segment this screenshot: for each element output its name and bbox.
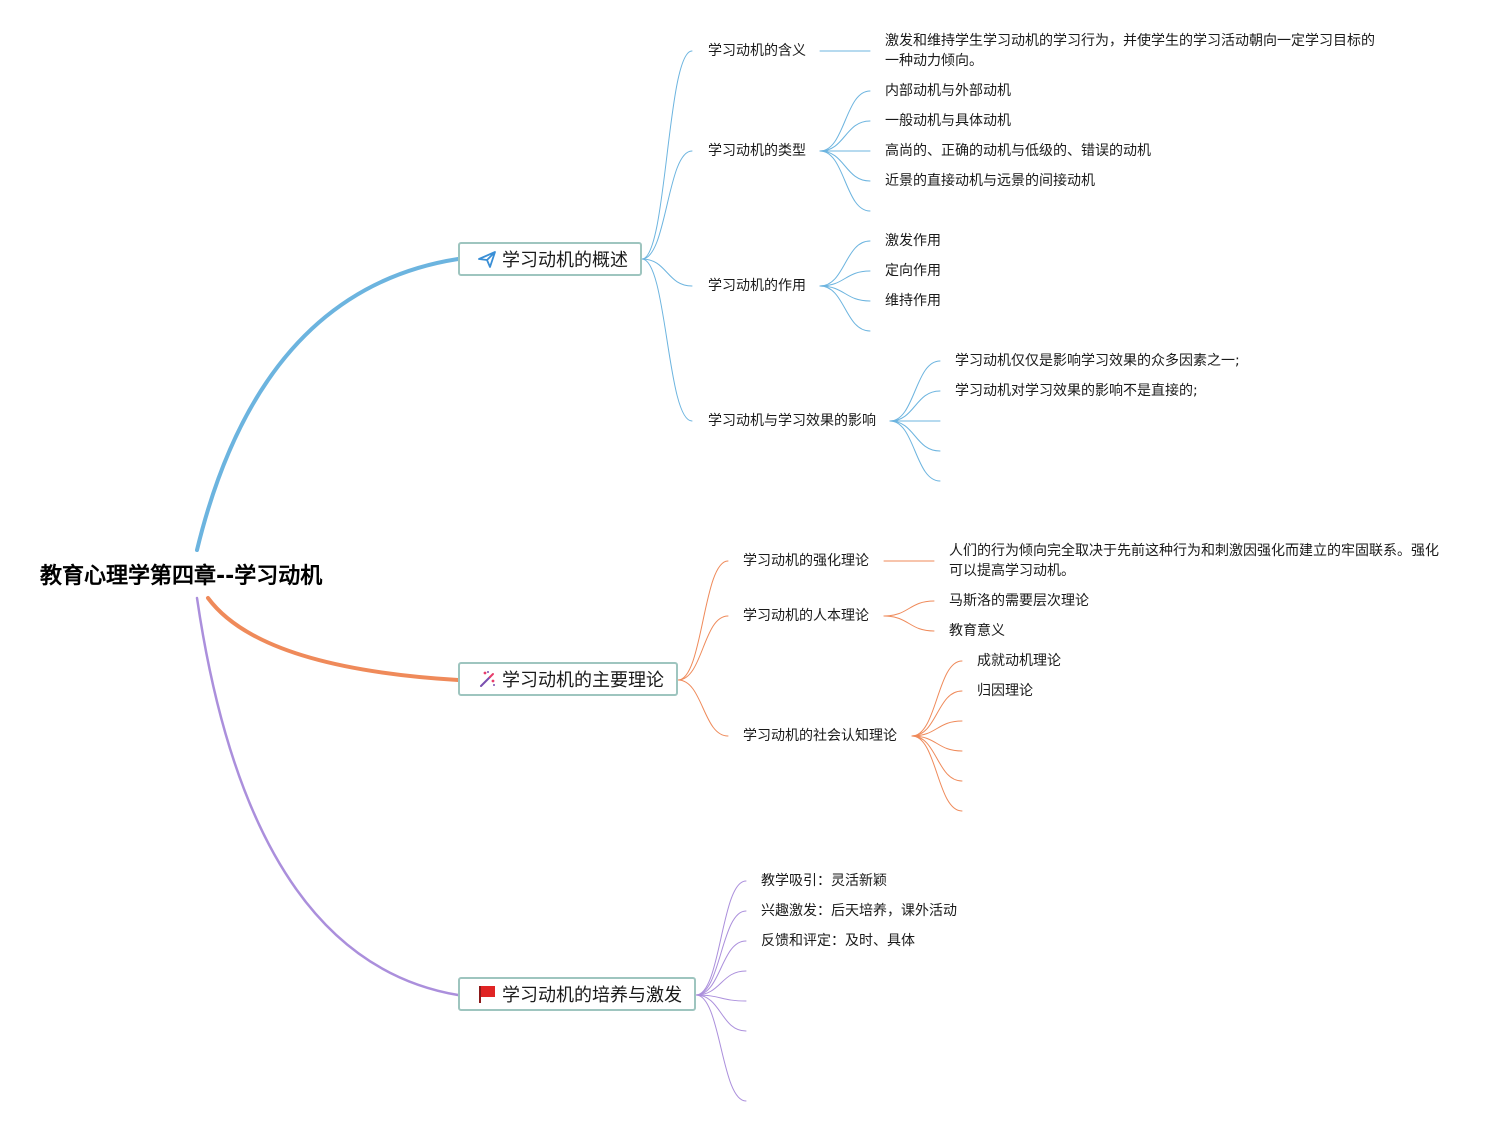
connector-line: [819, 285, 871, 332]
connector-line: [819, 270, 871, 287]
connector-line: [677, 679, 729, 737]
connector-line: [889, 360, 941, 422]
subtopic-reinforcement[interactable]: 学习动机的强化理论: [743, 553, 869, 569]
connector-line: [819, 90, 871, 152]
leaf-item[interactable]: 兴趣激发：后天培养，课外活动: [761, 903, 957, 919]
connector-line: [883, 600, 935, 617]
leaf-item[interactable]: 学习动机对学习效果的影响不是直接的;: [955, 383, 1198, 399]
leaf-item[interactable]: 近景的直接动机与远景的间接动机: [885, 173, 1095, 189]
connector-line: [695, 940, 747, 996]
detail-text[interactable]: 人们的行为倾向完全取决于先前这种行为和刺激因强化而建立的牢固联系。强化: [949, 543, 1439, 559]
leaf-item[interactable]: 归因理论: [977, 683, 1033, 699]
red-flag-icon: [476, 983, 498, 1005]
branch-title: 学习动机的主要理论: [502, 670, 664, 691]
connector-line: [641, 50, 693, 260]
connector-line: [695, 910, 747, 996]
subtopic-types[interactable]: 学习动机的类型: [708, 143, 806, 159]
branch-title: 学习动机的概述: [502, 250, 628, 271]
connector-line: [677, 615, 729, 681]
connector-line: [889, 420, 941, 452]
subtopic-definition[interactable]: 学习动机的含义: [708, 43, 806, 59]
connector-line: [641, 258, 693, 422]
subtopic-effect[interactable]: 学习动机与学习效果的影响: [708, 413, 876, 429]
leaf-item[interactable]: 定向作用: [885, 263, 941, 279]
connector-line: [819, 150, 871, 182]
connector-line: [819, 150, 871, 212]
subtopic-social-cognitive[interactable]: 学习动机的社会认知理论: [743, 728, 897, 744]
connector-line: [819, 285, 871, 302]
connector-line: [641, 258, 693, 287]
connector-line: [677, 560, 729, 681]
branch-node-theories[interactable]: 学习动机的主要理论: [458, 662, 678, 696]
subtopic-functions[interactable]: 学习动机的作用: [708, 278, 806, 294]
connector-line: [911, 735, 963, 752]
leaf-item[interactable]: 学习动机仅仅是影响学习效果的众多因素之一;: [955, 353, 1240, 369]
connector-line: [819, 240, 871, 287]
connector-line: [695, 880, 747, 996]
branch-node-overview[interactable]: 学习动机的概述: [458, 242, 642, 276]
leaf-item[interactable]: 教学吸引：灵活新颖: [761, 873, 887, 889]
connector-line: [695, 994, 747, 1032]
connector-line: [911, 735, 963, 812]
connector-line: [641, 150, 693, 260]
detail-text[interactable]: 可以提高学习动机。: [949, 563, 1075, 579]
leaf-item[interactable]: 一般动机与具体动机: [885, 113, 1011, 129]
leaf-item[interactable]: 教育意义: [949, 623, 1005, 639]
leaf-item[interactable]: 内部动机与外部动机: [885, 83, 1011, 99]
leaf-item[interactable]: 反馈和评定：及时、具体: [761, 933, 915, 949]
connector-line: [911, 690, 963, 737]
main-branch-line: [195, 596, 460, 997]
connector-line: [889, 390, 941, 422]
root-topic[interactable]: 教育心理学第四章--学习动机: [40, 564, 323, 589]
connector-line: [695, 970, 747, 996]
connector-line: [695, 994, 747, 1102]
leaf-item[interactable]: 激发作用: [885, 233, 941, 249]
connector-line: [819, 120, 871, 152]
main-branch-line: [206, 596, 460, 682]
leaf-item[interactable]: 马斯洛的需要层次理论: [949, 593, 1089, 609]
leaf-item[interactable]: 维持作用: [885, 293, 941, 309]
leaf-item[interactable]: 成就动机理论: [977, 653, 1061, 669]
connector-line: [911, 660, 963, 737]
connector-line: [911, 735, 963, 782]
subtopic-humanistic[interactable]: 学习动机的人本理论: [743, 608, 869, 624]
detail-text[interactable]: 一种动力倾向。: [885, 53, 983, 69]
connector-line: [883, 615, 935, 632]
branch-node-cultivation[interactable]: 学习动机的培养与激发: [458, 977, 696, 1011]
leaf-item[interactable]: 高尚的、正确的动机与低级的、错误的动机: [885, 143, 1151, 159]
magic-wand-icon: [476, 668, 498, 690]
main-branch-line: [195, 257, 460, 552]
detail-text[interactable]: 激发和维持学生学习动机的学习行为，并使学生的学习活动朝向一定学习目标的: [885, 33, 1375, 49]
paper-plane-icon: [476, 248, 498, 270]
branch-title: 学习动机的培养与激发: [502, 985, 682, 1006]
connector-line: [911, 720, 963, 737]
connector-line: [889, 420, 941, 482]
